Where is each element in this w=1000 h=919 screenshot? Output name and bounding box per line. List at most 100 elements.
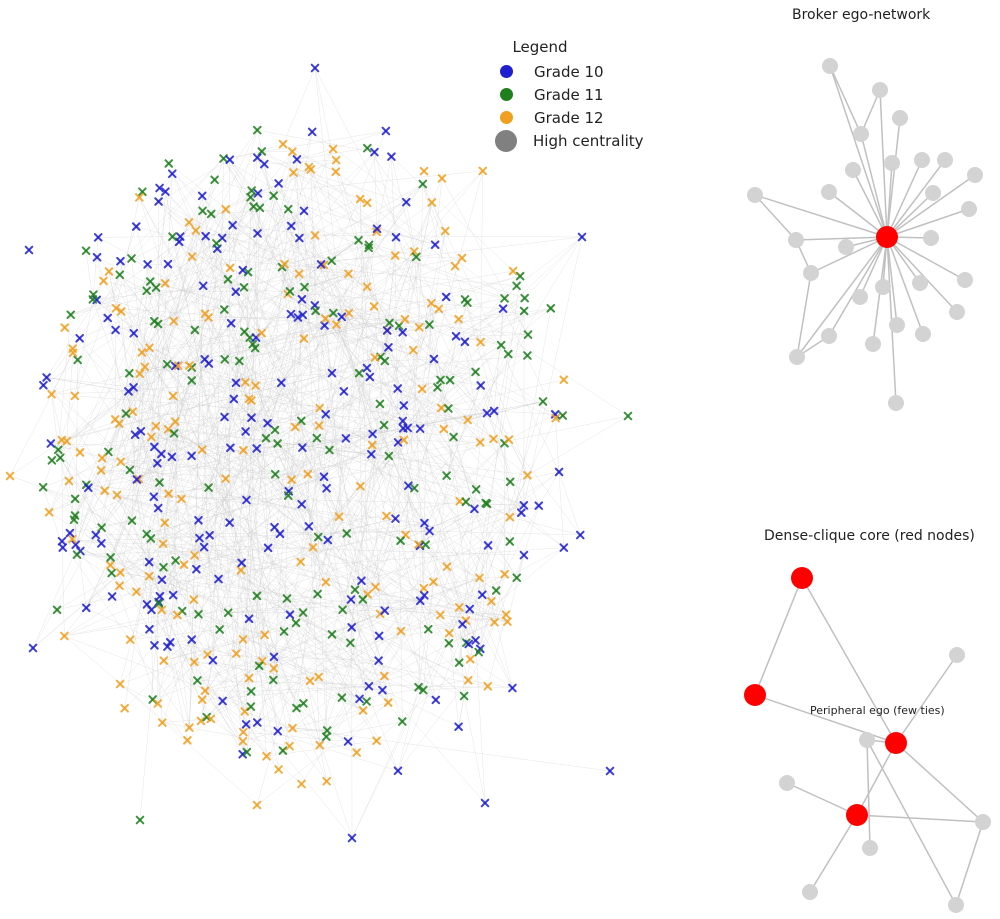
main-edge [101,520,132,528]
node-marker-grade-10 [285,610,295,619]
node-marker-grade-11 [523,330,533,339]
main-edge [68,480,492,602]
main-edge [104,490,367,702]
node-marker-grade-12 [408,345,418,355]
node-marker-grade-12 [115,581,124,591]
main-edge [350,627,352,643]
main-edge [191,172,294,456]
main-edge [191,380,320,409]
node-marker-grade-12 [434,304,444,314]
main-edge [372,444,396,519]
main-edge [133,323,159,334]
node-marker-grade-11 [104,447,113,457]
main-edge [431,303,470,610]
main-edge [397,481,511,771]
main-edge [172,487,209,596]
main-edge [343,391,564,548]
main-edge [275,474,310,527]
main-edge [173,379,441,596]
node-marker-grade-10 [143,260,152,269]
main-edge [256,595,263,662]
node-marker-grade-10 [195,533,204,543]
node-marker-grade-10 [270,522,279,532]
main-edge [224,309,240,362]
main-edge [258,665,320,746]
node-marker-grade-12 [380,671,389,681]
main-edge [281,382,402,632]
main-edge [360,486,385,611]
node-marker-grade-12 [47,389,56,399]
main-edge [181,498,383,691]
main-edge [86,251,415,609]
main-edge [199,202,407,539]
node-marker-grade-10 [465,604,475,614]
node-marker-grade-10 [247,413,256,423]
main-edge [252,319,405,345]
main-edge [236,598,288,654]
main-edge [309,547,564,682]
main-edge [157,173,173,464]
main-edge [382,689,459,727]
main-edge [302,438,346,448]
main-edge [287,273,349,295]
main-edge [198,349,414,521]
node-marker-grade-12 [442,562,452,571]
main-edge [153,496,245,712]
main-edge [120,261,140,374]
node-marker-grade-11 [138,187,147,197]
main-edge [446,385,481,476]
main-edge [302,314,370,378]
node-marker-grade-11 [223,608,233,618]
main-edge [62,490,105,548]
main-edge [188,222,459,320]
main-edge [379,403,468,421]
node-marker-grade-12 [190,551,199,560]
node-marker-grade-11 [299,699,308,708]
main-edge [254,273,300,349]
main-edge [232,225,302,422]
main-edge [341,697,357,753]
main-edge [103,280,225,310]
main-edge [161,555,195,580]
main-edge [136,226,173,237]
node-marker-grade-12 [305,676,315,686]
main-edge [314,235,510,440]
main-edge [267,527,275,548]
node-marker-grade-12 [251,381,260,390]
broker-neighbor-node [888,395,904,411]
main-edge [331,244,370,374]
node-marker-grade-12 [289,168,298,177]
node-marker-grade-12 [239,727,248,737]
node-marker-grade-11 [384,451,394,461]
main-edge [323,240,359,266]
main-edge [225,209,441,381]
main-edge [146,533,379,661]
node-marker-grade-10 [157,575,167,585]
node-marker-grade-10 [320,321,329,330]
node-marker-grade-11 [423,624,433,634]
node-marker-grade-12 [299,334,309,343]
main-edge [232,225,451,381]
node-marker-grade-11 [442,471,451,480]
main-edge [172,173,494,440]
main-edge [312,131,337,161]
main-edge [318,518,396,538]
node-marker-grade-12 [204,313,213,322]
main-edge [49,498,76,513]
legend-item-grade-10: Grade 10 [490,60,660,83]
main-edge [354,589,380,636]
main-edge [302,412,488,448]
main-edge [227,279,517,578]
main-edge [64,424,385,637]
node-marker-grade-12 [414,540,423,549]
main-edge [420,600,429,630]
main-edge [291,287,305,480]
clique-core-node [791,567,813,589]
node-marker-grade-10 [430,240,440,249]
main-edge [257,207,261,234]
node-marker-grade-12 [303,469,313,479]
main-edge [107,274,120,319]
node-marker-grade-11 [410,483,419,493]
main-edge [80,550,113,597]
node-marker-grade-10 [398,424,408,433]
